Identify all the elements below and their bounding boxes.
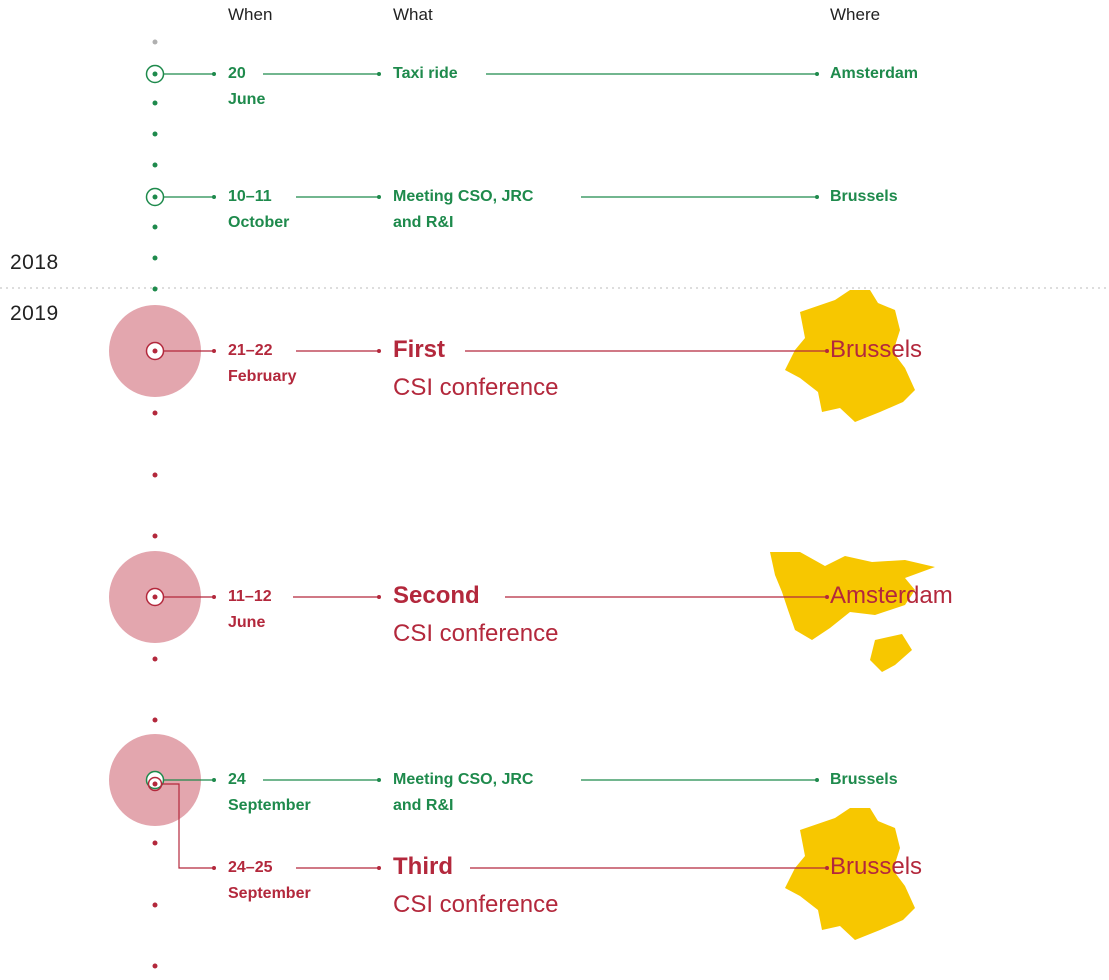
header-what: What	[393, 5, 433, 24]
header-when: When	[228, 5, 273, 24]
event-what: Taxi ride	[393, 65, 458, 82]
event-date: 21–22	[228, 342, 273, 359]
timeline-dots	[152, 39, 158, 969]
year-2019-label: 2019	[10, 302, 59, 325]
event-date: 11–12	[228, 588, 272, 605]
event-date: 20	[228, 65, 246, 82]
event-what: Second	[393, 582, 480, 609]
event-month: October	[228, 214, 290, 231]
event-where: Brussels	[830, 771, 898, 788]
event-what-line2: and R&I	[393, 214, 454, 231]
event-where: Amsterdam	[830, 582, 953, 609]
brussels-map	[785, 290, 915, 422]
header-where: Where	[830, 5, 881, 24]
event-month: June	[228, 91, 266, 108]
event-month: September	[228, 885, 311, 902]
event-date: 10–11	[228, 188, 272, 205]
event-where: Brussels	[830, 188, 898, 205]
year-2018-label: 2018	[10, 251, 59, 274]
event-what: Meeting CSO, JRC	[393, 188, 534, 205]
event-month: February	[228, 368, 297, 385]
event-what-line2: CSI conference	[393, 891, 559, 918]
event-where: Amsterdam	[830, 65, 919, 82]
event-what: First	[393, 336, 446, 363]
event-where: Brussels	[830, 336, 923, 363]
event-what: Third	[393, 853, 453, 880]
event-what: Meeting CSO, JRC	[393, 771, 534, 788]
event-what-line2: CSI conference	[393, 620, 559, 647]
amsterdam-map	[770, 552, 935, 672]
event-date: 24–25	[228, 859, 273, 876]
event-month: June	[228, 614, 266, 631]
event-what-line2: CSI conference	[393, 374, 559, 401]
event-date: 24	[228, 771, 246, 788]
event-where: Brussels	[830, 853, 923, 880]
brussels-map-2	[785, 808, 915, 940]
event-what-line2: and R&I	[393, 797, 454, 814]
event-month: September	[228, 797, 311, 814]
